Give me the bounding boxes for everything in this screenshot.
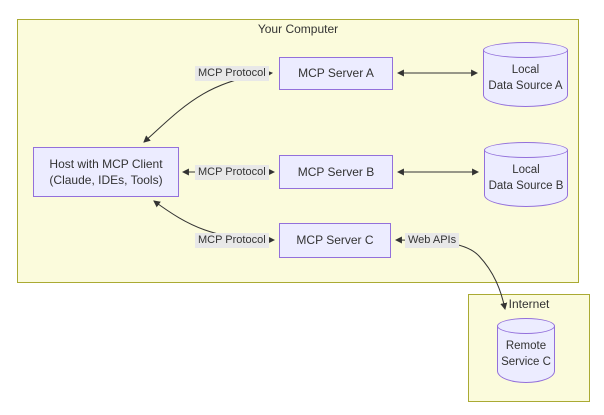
mcp-protocol-label-b: MCP Protocol <box>195 165 269 181</box>
data-b-line1: Local <box>512 163 540 176</box>
local-data-source-a-cylinder: Local Data Source A <box>483 42 568 107</box>
host-node: Host with MCP Client (Claude, IDEs, Tool… <box>33 147 179 197</box>
mcp-protocol-label-a: MCP Protocol <box>195 66 269 82</box>
remote-c-line2: Service C <box>501 356 551 368</box>
data-a-line1: Local <box>511 63 540 76</box>
mcp-server-c-node: MCP Server C <box>279 223 391 258</box>
local-data-source-b-cylinder: Local Data Source B <box>484 142 568 207</box>
host-node-line1: Host with MCP Client <box>49 156 163 171</box>
mcp-protocol-label-c: MCP Protocol <box>195 233 269 249</box>
internet-group-label: Internet <box>508 297 550 311</box>
your-computer-group-label: Your Computer <box>257 22 339 36</box>
remote-c-line1: Remote <box>505 339 547 352</box>
host-node-line2: (Claude, IDEs, Tools) <box>49 173 163 187</box>
data-a-line2: Data Source A <box>488 80 563 92</box>
mcp-server-a-node: MCP Server A <box>279 57 393 90</box>
mcp-server-b-node: MCP Server B <box>279 155 393 189</box>
web-apis-label: Web APIs <box>405 233 460 249</box>
data-b-line2: Data Source B <box>488 180 564 192</box>
remote-service-c-cylinder: Remote Service C <box>497 318 555 383</box>
